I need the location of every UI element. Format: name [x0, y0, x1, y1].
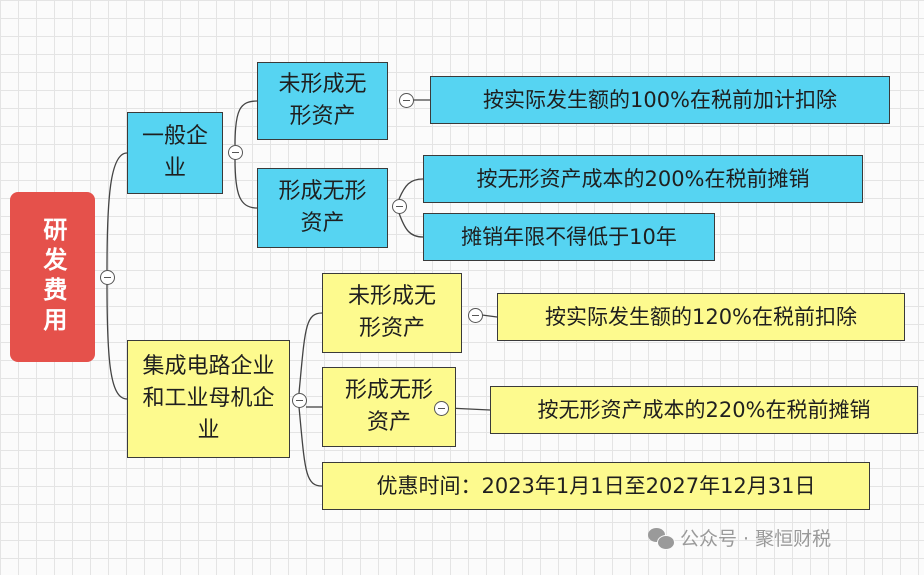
leaf-ic-period[interactable]: 优惠时间：2023年1月1日至2027年12月31日 [322, 462, 870, 510]
node-general-formed[interactable]: 形成无形资产 [257, 168, 388, 248]
node-general-not-formed[interactable]: 未形成无形资产 [257, 62, 388, 140]
collapse-toggle-general-formed[interactable] [392, 199, 407, 214]
node-general-enterprise[interactable]: 一般企业 [127, 112, 223, 194]
collapse-toggle-ic[interactable] [292, 393, 307, 408]
collapse-toggle-general[interactable] [228, 145, 243, 160]
leaf-ic-not-formed-rule[interactable]: 按实际发生额的120%在税前扣除 [497, 293, 905, 341]
wechat-icon [648, 527, 675, 550]
node-ic-formed[interactable]: 形成无形资产 [322, 367, 456, 447]
watermark: 公众号 · 聚恒财税 [648, 524, 831, 551]
watermark-text: 公众号 · 聚恒财税 [680, 528, 832, 550]
collapse-toggle-general-not-formed[interactable] [399, 93, 414, 108]
root-node[interactable]: 研发费用 [10, 192, 95, 362]
leaf-general-not-formed-rule[interactable]: 按实际发生额的100%在税前加计扣除 [430, 76, 890, 124]
collapse-toggle-root[interactable] [100, 270, 115, 285]
collapse-toggle-ic-formed[interactable] [434, 401, 449, 416]
node-ic-enterprise[interactable]: 集成电路企业和工业母机企业 [127, 340, 290, 458]
leaf-general-formed-rule-2[interactable]: 摊销年限不得低于10年 [423, 213, 715, 261]
leaf-ic-formed-rule[interactable]: 按无形资产成本的220%在税前摊销 [490, 386, 918, 434]
collapse-toggle-ic-not-formed[interactable] [468, 308, 483, 323]
node-ic-not-formed[interactable]: 未形成无形资产 [322, 273, 462, 353]
leaf-general-formed-rule-1[interactable]: 按无形资产成本的200%在税前摊销 [423, 155, 863, 203]
